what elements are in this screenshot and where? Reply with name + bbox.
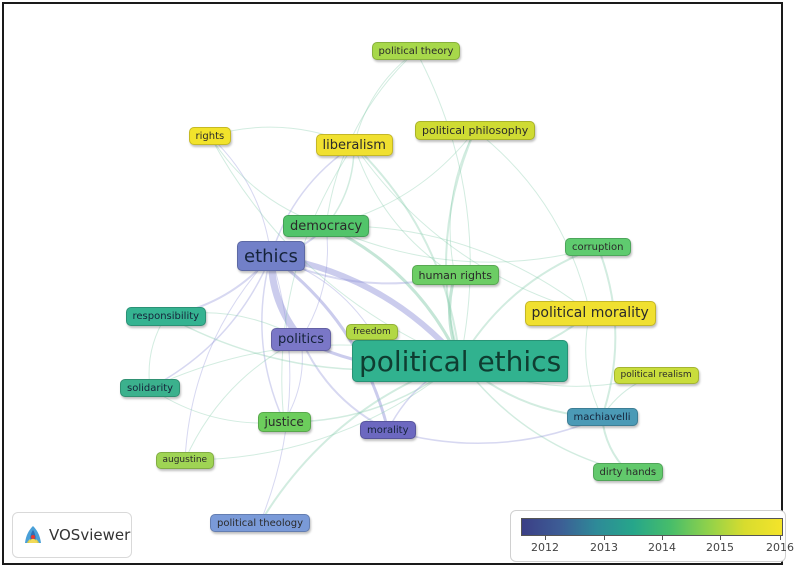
node-political-realism[interactable]: political realism bbox=[613, 366, 699, 384]
vosviewer-icon bbox=[25, 526, 41, 543]
node-augustine[interactable]: augustine bbox=[155, 451, 215, 469]
legend-tick bbox=[780, 536, 781, 540]
edge-politics-justice bbox=[283, 338, 303, 423]
edge-ethics-morality bbox=[269, 254, 390, 432]
node-political-theory[interactable]: political theory bbox=[371, 42, 461, 60]
node-morality[interactable]: morality bbox=[360, 421, 416, 439]
legend-tick-label: 2014 bbox=[648, 541, 676, 554]
vosviewer-logo: VOSviewer bbox=[12, 512, 132, 558]
node-democracy[interactable]: democracy bbox=[283, 215, 370, 237]
node-ethics[interactable]: ethics bbox=[237, 241, 305, 271]
node-political-theology[interactable]: political theology bbox=[210, 514, 310, 532]
node-political-morality[interactable]: political morality bbox=[524, 300, 656, 326]
legend-tick-label: 2013 bbox=[590, 541, 618, 554]
edge-political-theology-ethics bbox=[259, 255, 291, 524]
node-solidarity[interactable]: solidarity bbox=[120, 379, 181, 397]
edge-political-philosophy-political-ethics bbox=[445, 129, 476, 362]
legend-tick bbox=[604, 536, 605, 540]
node-politics[interactable]: politics bbox=[271, 327, 332, 351]
edge-justice-liberalism bbox=[281, 144, 355, 423]
edge-political-theory-democracy bbox=[325, 50, 417, 227]
node-justice[interactable]: justice bbox=[257, 412, 311, 432]
legend-gradient-bar bbox=[521, 518, 783, 536]
edge-political-theory-liberalism bbox=[353, 50, 417, 146]
node-political-ethics[interactable]: political ethics bbox=[352, 340, 569, 382]
edge-augustine-political-ethics bbox=[184, 360, 461, 461]
brand-name: VOSviewer bbox=[49, 526, 131, 544]
edge-ethics-justice bbox=[261, 255, 285, 423]
edge-ethics-solidarity bbox=[149, 255, 272, 389]
edge-democracy-political-ethics bbox=[324, 224, 462, 363]
legend-tick bbox=[720, 536, 721, 540]
edge-political-theory-political-ethics bbox=[415, 50, 471, 362]
edge-liberalism-political-ethics bbox=[353, 144, 461, 362]
edge-liberalism-human-rights bbox=[353, 144, 456, 276]
legend-tick bbox=[545, 536, 546, 540]
legend-tick-label: 2012 bbox=[531, 541, 559, 554]
node-corruption[interactable]: corruption bbox=[565, 238, 631, 256]
edge-human-rights-political-philosophy bbox=[449, 129, 476, 276]
node-political-philosophy[interactable]: political philosophy bbox=[415, 120, 536, 140]
edge-ethics-rights bbox=[209, 135, 272, 257]
edge-corruption-machiavelli bbox=[597, 246, 617, 418]
node-rights[interactable]: rights bbox=[188, 127, 232, 145]
edge-rights-democracy bbox=[209, 135, 327, 227]
node-human-rights[interactable]: human rights bbox=[411, 265, 499, 285]
legend-tick-label: 2015 bbox=[706, 541, 734, 554]
edge-political-morality-machiavelli bbox=[585, 312, 603, 418]
edge-augustine-ethics bbox=[184, 255, 272, 461]
legend-tick-label: 2016 bbox=[766, 541, 794, 554]
network-edges bbox=[148, 50, 657, 524]
legend-tick bbox=[662, 536, 663, 540]
year-color-legend: 2012 2013 2014 2015 2016 bbox=[510, 510, 794, 562]
node-machiavelli[interactable]: machiavelli bbox=[566, 408, 638, 426]
edge-corruption-democracy bbox=[325, 225, 599, 263]
node-responsibility[interactable]: responsibility bbox=[125, 306, 207, 326]
node-dirty-hands[interactable]: dirty hands bbox=[592, 463, 664, 481]
node-liberalism[interactable]: liberalism bbox=[315, 134, 393, 156]
network-visualization[interactable]: political theory rights liberalism politica… bbox=[2, 2, 794, 565]
edge-responsibility-solidarity bbox=[148, 315, 167, 389]
node-freedom[interactable]: freedom bbox=[346, 324, 398, 340]
edge-political-philosophy-political-morality bbox=[474, 129, 591, 314]
edge-liberalism-democracy bbox=[325, 144, 355, 227]
